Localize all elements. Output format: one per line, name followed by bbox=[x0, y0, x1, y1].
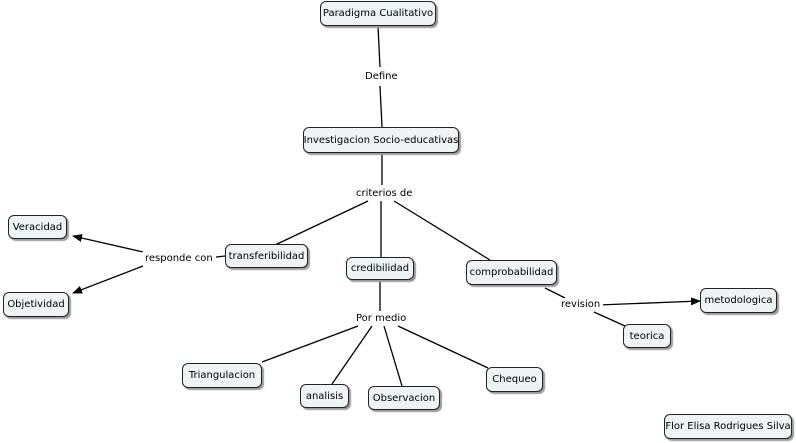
connector-pormedio-observacion bbox=[383, 325, 403, 387]
node-observacion[interactable]: Observacion bbox=[368, 386, 440, 410]
node-comprobabilidad[interactable]: comprobabilidad bbox=[466, 260, 557, 285]
connector-responde-objetividad bbox=[72, 265, 144, 294]
connector-revision-teorica bbox=[593, 311, 626, 327]
node-triangulacion[interactable]: Triangulacion bbox=[182, 363, 262, 388]
node-analisis[interactable]: analisis bbox=[300, 384, 349, 408]
node-teorica[interactable]: teorica bbox=[623, 324, 671, 348]
connector-revision-metodologica bbox=[597, 297, 701, 306]
node-metodologica[interactable]: metodologica bbox=[700, 288, 777, 313]
node-investigacion-socio-educativas[interactable]: Investigacion Socio-educativas bbox=[303, 127, 459, 153]
link-label-por-medio: Por medio bbox=[353, 312, 410, 325]
node-transferibilidad[interactable]: transferibilidad bbox=[225, 244, 308, 268]
link-label-responde-con: responde con bbox=[142, 252, 216, 265]
connector-pormedio-chequeo bbox=[397, 325, 489, 369]
connector-criterios-transferibilidad bbox=[274, 200, 369, 246]
node-veracidad[interactable]: Veracidad bbox=[8, 215, 67, 239]
connector-responde-veracidad bbox=[72, 234, 144, 253]
node-objetividad[interactable]: Objetividad bbox=[3, 292, 69, 317]
node-credibilidad[interactable]: credibilidad bbox=[346, 257, 414, 280]
node-author: Flor Elisa Rodrigues Silva bbox=[664, 414, 792, 439]
link-label-define: Define bbox=[362, 70, 401, 83]
connector-pormedio-analisis bbox=[331, 325, 373, 385]
connector-paradigma-define bbox=[377, 25, 381, 68]
link-label-revision: revision bbox=[558, 298, 604, 311]
connector-define-investigacion bbox=[379, 85, 383, 128]
connector-pormedio-triangulacion bbox=[261, 325, 359, 363]
node-paradigma-cualitativo[interactable]: Paradigma Cualitativo bbox=[320, 1, 436, 26]
link-label-criterios-de: criterios de bbox=[353, 187, 416, 200]
node-chequeo[interactable]: Chequeo bbox=[486, 367, 543, 392]
connector-criterios-comprobabilidad bbox=[393, 200, 491, 261]
connector-comprobabilidad-revision bbox=[544, 287, 566, 299]
